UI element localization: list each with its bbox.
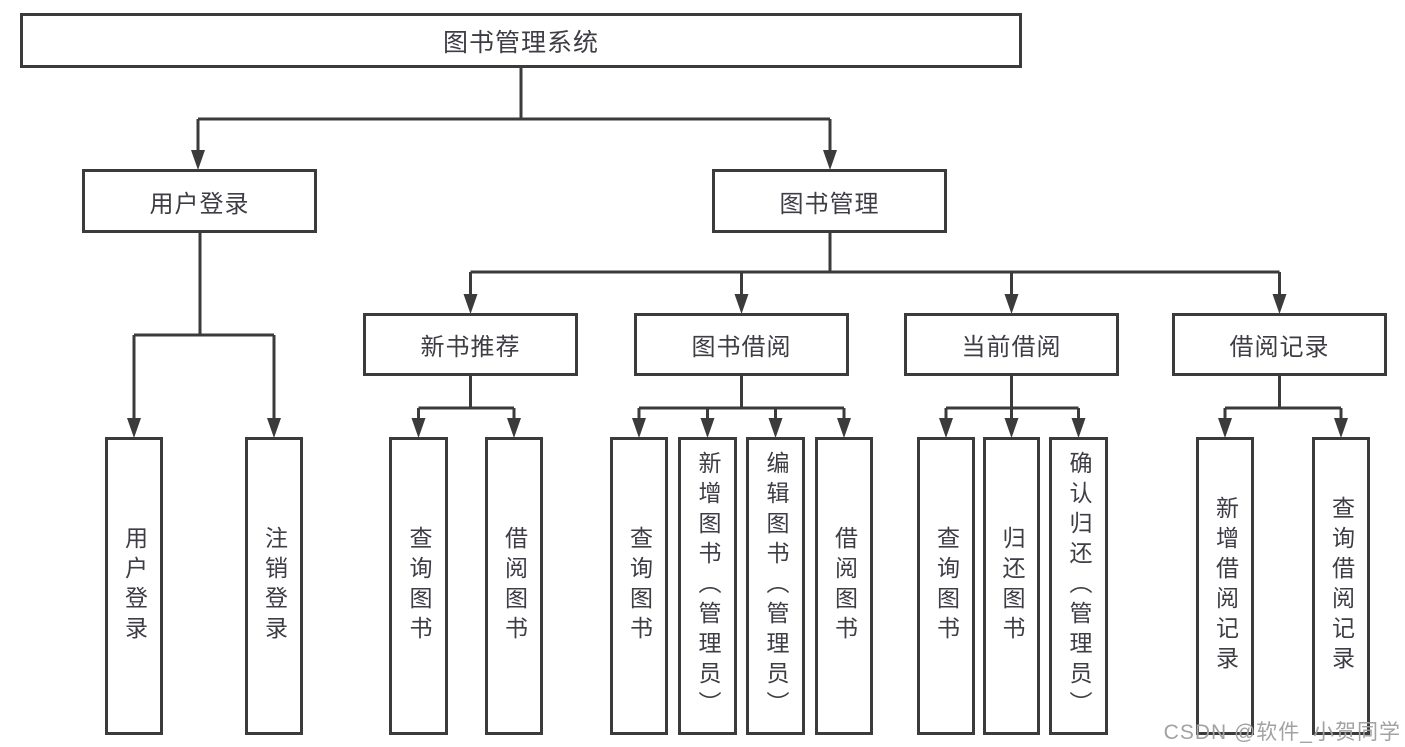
node-borrowing-records: 借阅记录 <box>1172 313 1387 376</box>
node-label: 归还图书 <box>999 526 1025 646</box>
leaf-query-books-borrow: 查询图书 <box>610 437 668 735</box>
node-label: 用户登录 <box>149 190 250 218</box>
node-book-borrowing: 图书借阅 <box>634 313 849 376</box>
node-label: 注销登录 <box>261 526 288 646</box>
leaf-user-login: 用户登录 <box>105 437 163 735</box>
node-label: 用户登录 <box>121 526 148 646</box>
node-label: 查询借阅记录 <box>1328 496 1355 676</box>
node-user-login: 用户登录 <box>82 169 317 233</box>
node-label: 查询图书 <box>406 526 432 646</box>
node-label: 图书借阅 <box>691 334 792 361</box>
leaf-query-books-current: 查询图书 <box>917 437 975 735</box>
node-label: 借阅图书 <box>501 526 528 646</box>
node-current-borrowing: 当前借阅 <box>904 313 1119 376</box>
node-label: 查询图书 <box>626 526 653 646</box>
node-library-management-system: 图书管理系统 <box>20 13 1022 68</box>
node-label: 查询图书 <box>933 526 960 646</box>
node-book-management: 图书管理 <box>712 169 947 233</box>
leaf-logout: 注销登录 <box>245 437 303 735</box>
node-label: 编辑图书（管理员） <box>763 451 789 721</box>
node-label: 当前借阅 <box>961 334 1062 361</box>
leaf-query-borrow-record: 查询借阅记录 <box>1312 437 1370 735</box>
leaf-borrow-books: 借阅图书 <box>815 437 873 735</box>
leaf-borrow-books-recommend: 借阅图书 <box>485 437 543 735</box>
csdn-watermark: CSDN @软件_小贺同学 <box>1163 721 1401 744</box>
node-new-book-recommendation: 新书推荐 <box>363 313 578 376</box>
node-label: 图书管理系统 <box>442 28 599 57</box>
node-label: 确认归还（管理员） <box>1066 451 1092 721</box>
leaf-add-books-admin: 新增图书（管理员） <box>678 437 737 735</box>
node-label: 借阅记录 <box>1229 334 1330 361</box>
leaf-query-books-recommend: 查询图书 <box>389 437 448 735</box>
leaf-return-books: 归还图书 <box>983 437 1040 735</box>
node-label: 借阅图书 <box>831 526 858 646</box>
leaf-add-borrow-record: 新增借阅记录 <box>1196 437 1254 735</box>
node-label: 新增借阅记录 <box>1212 496 1239 676</box>
leaf-edit-books-admin: 编辑图书（管理员） <box>746 437 805 735</box>
node-label: 新书推荐 <box>420 334 521 361</box>
node-label: 图书管理 <box>779 190 880 218</box>
node-label: 新增图书（管理员） <box>695 451 721 721</box>
leaf-confirm-return-admin: 确认归还（管理员） <box>1049 437 1108 735</box>
